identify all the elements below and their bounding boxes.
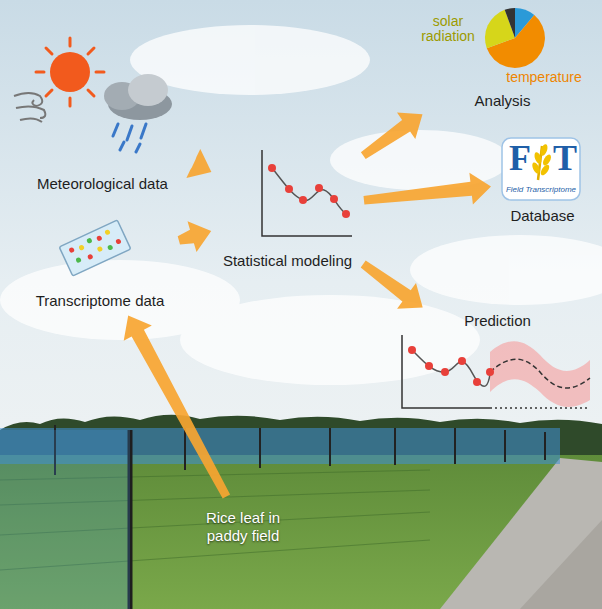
flow-arrow: [361, 261, 423, 309]
node-label: Transcriptome data: [36, 292, 165, 310]
sky: [0, 0, 602, 470]
clouds: [0, 25, 602, 385]
foreground-net: [0, 430, 130, 609]
logo-letter: T: [552, 139, 578, 179]
node-label: Rice leaf in paddy field: [186, 509, 300, 545]
flow-arrow: [364, 173, 492, 205]
node-label: Analysis: [475, 92, 531, 110]
output-node: Prediction: [400, 310, 595, 415]
flow-arrow: [124, 316, 230, 499]
node-label: Prediction: [464, 312, 531, 330]
source-node: Rice leaf in paddy field: [182, 500, 304, 554]
flow-arrow: [178, 221, 212, 252]
node-label: Meteorological data: [37, 175, 168, 193]
logo-caption: Field Transcriptome: [503, 186, 579, 195]
prediction-chart: [402, 335, 590, 408]
logo-letter: F: [507, 139, 533, 179]
road: [440, 458, 602, 609]
data-source: Meteorological data: [15, 45, 190, 195]
pie-label: temperature: [496, 70, 592, 85]
road-shade: [520, 520, 602, 609]
node-label: Database: [510, 207, 574, 225]
model-chart: [262, 150, 352, 236]
weather-icon: [14, 38, 172, 152]
flow-arrow: [186, 149, 211, 178]
database-logo: [502, 138, 580, 200]
node-label: Statistical modeling: [223, 252, 352, 270]
pie-chart: [485, 8, 545, 68]
flow-arrow: [361, 113, 423, 160]
process-node: Statistical modeling: [215, 145, 360, 272]
microarray-chip: [59, 220, 131, 276]
pie-label: solar radiation: [412, 14, 484, 45]
data-source: Transcriptome data: [25, 215, 175, 312]
